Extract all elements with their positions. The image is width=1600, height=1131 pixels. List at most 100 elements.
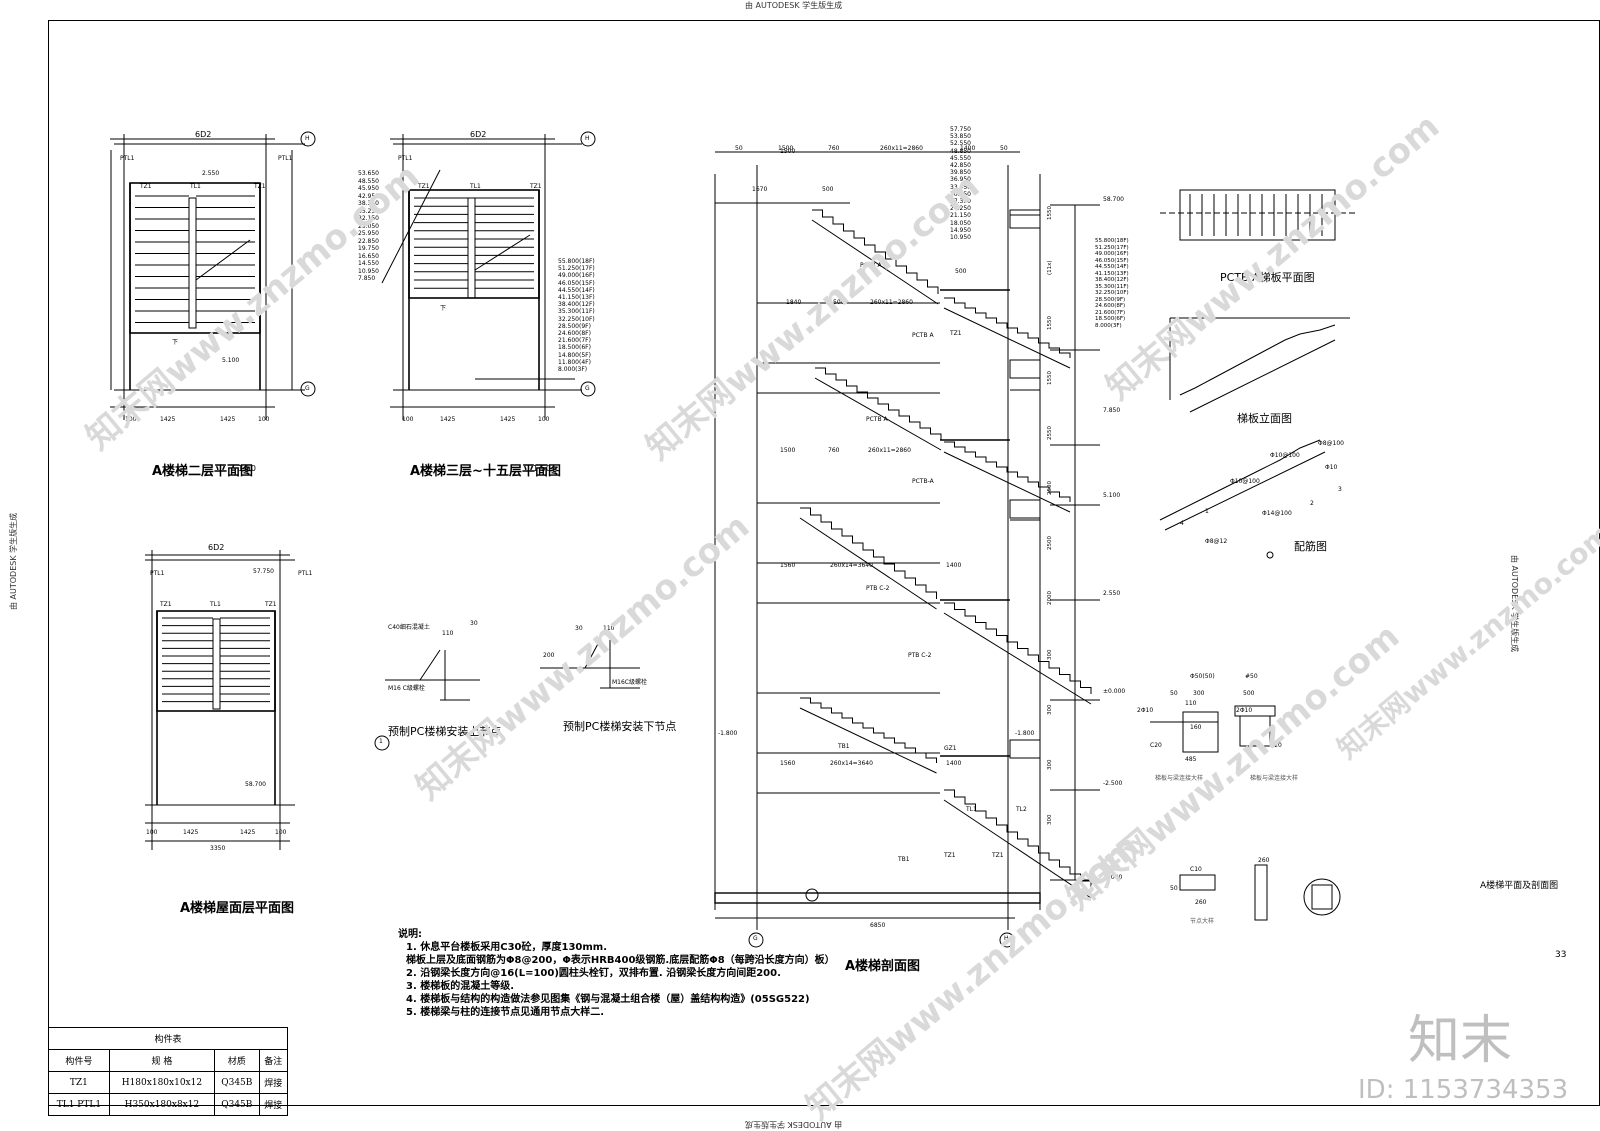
table-cell: TL1 PTL1 <box>48 1093 110 1116</box>
plan2-elevation-left: 7.850 <box>358 275 376 282</box>
plan2-elevation-right: 44.550(14F) <box>558 286 595 294</box>
plan1-scale: 1:50 <box>238 464 256 473</box>
beam2-c20: C20 <box>1270 742 1282 749</box>
section-top-elevation: 57.750 <box>950 126 971 133</box>
section-top-elevation: 18.050 <box>950 219 971 227</box>
section-width-dim: 6850 <box>870 922 886 929</box>
sec-dim-1: 1840 <box>786 299 802 306</box>
plan2-elevation-right: 49.000(16F) <box>558 272 595 280</box>
plan3-elev-top: 57.750 <box>253 568 274 575</box>
section-title: A楼梯剖面图 <box>845 959 921 974</box>
member-table-header: 构件号 <box>48 1049 110 1072</box>
rebar-label-3: Φ10@100 <box>1230 478 1260 485</box>
table-cell: 焊接 <box>258 1093 289 1116</box>
section-height-dim: (11x) <box>1047 260 1053 275</box>
section-top-dim-6: 50 <box>1000 145 1008 152</box>
plan3-elev-bottom: 58.700 <box>245 781 266 788</box>
plan2-elevation-right: 41.150(13F) <box>558 294 595 302</box>
joint-c10: C10 <box>1190 866 1202 873</box>
plan2-elevation-right: 35.300(11F) <box>558 308 595 316</box>
plan3-dim-4: 100 <box>275 829 287 836</box>
section-floor-elevation: 35.300(11F) <box>1095 283 1129 290</box>
section-height-dim: 2550 <box>1047 426 1053 440</box>
member-table-header: 材质 <box>214 1049 260 1072</box>
node1-title: 预制PC楼梯安装上节点 <box>388 725 502 738</box>
plan3-title: A楼梯屋面层平面图 <box>180 901 295 916</box>
beam1-caption: 梯板与梁连接大样 <box>1155 775 1204 782</box>
plan2-elevation-left: 38.350 <box>358 200 379 207</box>
plan1-label-ptl1b: PTL1 <box>278 155 293 162</box>
section-right-floor-elevations: 55.800(18F)51.250(17F)49.000(16F)46.050(… <box>1095 238 1129 329</box>
section-height-dim: 1550 <box>1047 316 1053 330</box>
section-floor-elevation: 24.600(8F) <box>1095 303 1126 309</box>
plan2-elevation-right: 46.050(15F) <box>558 279 595 287</box>
sec-misc-gz1: GZ1 <box>944 745 957 752</box>
plan1-label-tz1b: TZ1 <box>254 183 266 190</box>
section-height-dim: 300 <box>1047 814 1053 826</box>
flight-label-5: PTB C-2 <box>866 585 890 592</box>
rebar-label-4: Φ14@100 <box>1262 510 1292 517</box>
plan3-width-dim: 6D2 <box>208 543 225 552</box>
rebar-title: 配筋图 <box>1294 540 1327 553</box>
section-height-dim: 2000 <box>1047 591 1053 605</box>
section-top-elevation: 14.950 <box>950 226 971 234</box>
node2-label-110: 110 <box>603 625 615 632</box>
node2-title: 预制PC楼梯安装下节点 <box>563 720 677 733</box>
beam1-2phi10: 2Φ10 <box>1137 707 1154 714</box>
section-floor-elevation: 49.000(16F) <box>1095 251 1129 257</box>
section-height-dim: 2500 <box>1047 481 1053 495</box>
node1-label-m16: M16 C级螺栓 <box>388 685 425 692</box>
slab-elevation <box>1179 324 1336 396</box>
sec-misc-tz1b: TZ1 <box>944 852 956 859</box>
plan-2f-linework <box>110 131 316 420</box>
plan2-elevation-right: 51.250(17F) <box>558 265 595 273</box>
member-table-title: 构件表 <box>48 1027 288 1050</box>
section-floor-elevation: 32.250(10F) <box>1095 290 1129 296</box>
plan2-label-tl1: TL1 <box>470 183 481 190</box>
stair-slab <box>943 799 1092 899</box>
plan2-title: A楼梯三层~十五层平面图 <box>410 464 561 479</box>
plan2-elevation-left: 14.550 <box>358 260 379 267</box>
sec-dim-3: 260x11=2860 <box>870 299 913 306</box>
plan1-width-dim: 6D2 <box>195 130 212 139</box>
plan3-dim-3: 1425 <box>240 829 256 836</box>
table-row: TL1 PTL1 H350x180x8x12 Q345B 焊接 <box>48 1093 289 1116</box>
beam2-2phi10: 2Φ10 <box>1236 707 1253 714</box>
plan2-elevation-right: 18.500(6F) <box>558 344 591 352</box>
sec-dim-11: 260x14=3640 <box>830 760 873 767</box>
plan2-label-down: 下 <box>440 305 447 312</box>
sec-misc-tz1: TZ1 <box>950 330 962 337</box>
node1-number: 1 <box>379 738 383 745</box>
sec-misc-tl2: TL2 <box>1016 806 1027 813</box>
section-floor-elevation: 41.150(13F) <box>1095 270 1129 277</box>
plan2-elevation-right: 38.400(12F) <box>558 301 595 309</box>
sec-dim-9: 1400 <box>946 562 962 569</box>
beam1-300: 300 <box>1193 690 1205 697</box>
beam1-485: 485 <box>1185 756 1197 763</box>
node2-label-30: 30 <box>575 625 583 632</box>
section-top-dim-4: 260x11=2860 <box>880 145 923 152</box>
section-elev-3: 5.100 <box>1103 492 1121 499</box>
plan2-elevation-right: 32.250(10F) <box>558 315 595 323</box>
sec-dim-4: 1500 <box>780 447 796 454</box>
section-floor-elevation: 18.500(6F) <box>1095 316 1126 322</box>
plan2-elevation-right: 28.500(9F) <box>558 322 591 330</box>
section-top-elevation: 30.350 <box>950 190 971 198</box>
plan2-elevation-left: 19.750 <box>358 245 379 252</box>
node1-label-30: 30 <box>470 620 478 627</box>
elevation-title: 梯板立面图 <box>1237 412 1292 425</box>
section-linework <box>714 151 1100 948</box>
section-axis-g: G <box>753 935 758 942</box>
section-top-elevation: 36.950 <box>950 176 971 184</box>
plan1-axis-g: G <box>305 385 310 392</box>
notes-line-6: 5. 楼梯梁与柱的连接节点见通用节点大样二. <box>406 1007 605 1018</box>
stair-slab <box>943 612 1092 705</box>
rebar-label-9: 1 <box>1205 508 1209 515</box>
section-height-dim: 300 <box>1047 649 1053 661</box>
plan2-label-tz1: TZ1 <box>418 183 430 190</box>
stair-flight <box>944 602 1092 694</box>
flight-label-6: PTB C-2 <box>908 652 932 659</box>
section-floor-elevation: 28.500(9F) <box>1095 296 1126 303</box>
table-cell: 焊接 <box>258 1071 289 1094</box>
